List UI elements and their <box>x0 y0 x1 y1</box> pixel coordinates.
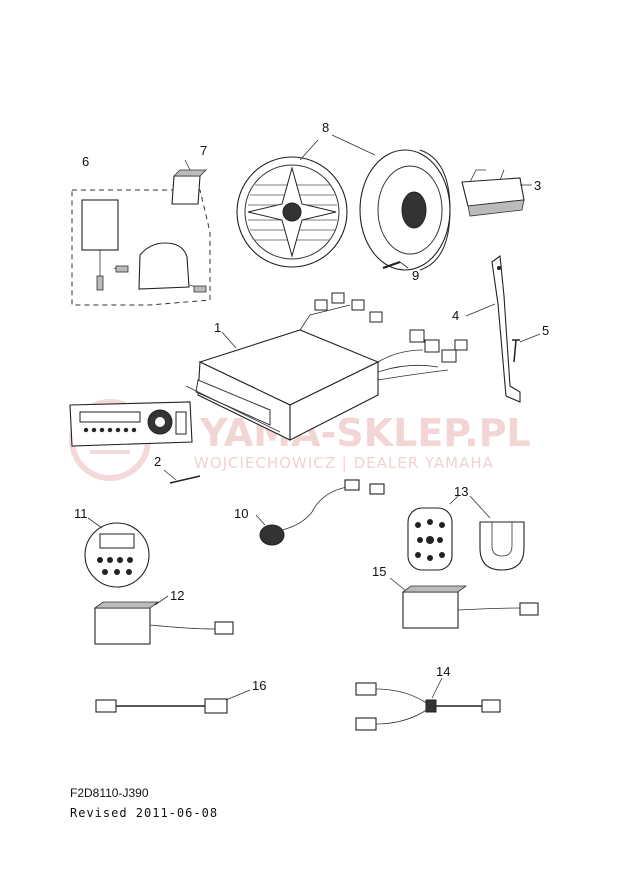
watermark-sub: WOJCIECHOWICZ | DEALER YAMAHA <box>194 454 494 472</box>
part-3-connector <box>461 169 532 217</box>
part-13-wired-remote <box>407 495 525 571</box>
callout-15: 15 <box>372 564 386 579</box>
callout-13: 13 <box>454 484 468 499</box>
callout-14: 14 <box>436 664 450 679</box>
part-12-module <box>93 595 234 645</box>
callout-1: 1 <box>214 320 221 335</box>
callout-11: 11 <box>74 506 88 521</box>
part-6-remote-kit <box>71 189 211 306</box>
callout-9: 9 <box>412 268 419 283</box>
part-9-screw <box>382 261 409 269</box>
part-11-round-remote <box>84 517 150 588</box>
part-8-speaker-body <box>331 134 451 271</box>
part-6-enclosure <box>71 189 211 306</box>
callout-12: 12 <box>170 588 184 603</box>
callout-16: 16 <box>252 678 266 693</box>
part-4-bracket <box>465 254 521 403</box>
part-14-y-splitter <box>355 677 501 731</box>
part-5-screw <box>512 333 541 363</box>
part-6-remote <box>81 199 119 251</box>
callout-5: 5 <box>542 323 549 338</box>
callout-10: 10 <box>234 506 248 521</box>
part-1-faceplate <box>69 401 193 447</box>
revision-date: Revised 2011-06-08 <box>70 806 219 820</box>
part-6-cradle <box>138 242 190 290</box>
callout-6: 6 <box>82 154 89 169</box>
diagram-code: F2D8110-J390 <box>70 786 149 800</box>
part-7-cover <box>171 159 207 205</box>
part-10-adapter <box>255 479 385 546</box>
callout-8: 8 <box>322 120 329 135</box>
callout-4: 4 <box>452 308 459 323</box>
callout-3: 3 <box>534 178 541 193</box>
callouts: 6 7 8 3 9 4 5 1 2 10 13 11 15 12 14 16 <box>74 120 549 693</box>
part-2-screw <box>163 469 201 484</box>
callout-2: 2 <box>154 454 161 469</box>
part-1-receiver <box>185 292 468 441</box>
part-15-module <box>389 577 539 629</box>
part-16-cable <box>95 689 251 714</box>
part-8-speaker-grille <box>236 139 348 268</box>
callout-7: 7 <box>200 143 207 158</box>
